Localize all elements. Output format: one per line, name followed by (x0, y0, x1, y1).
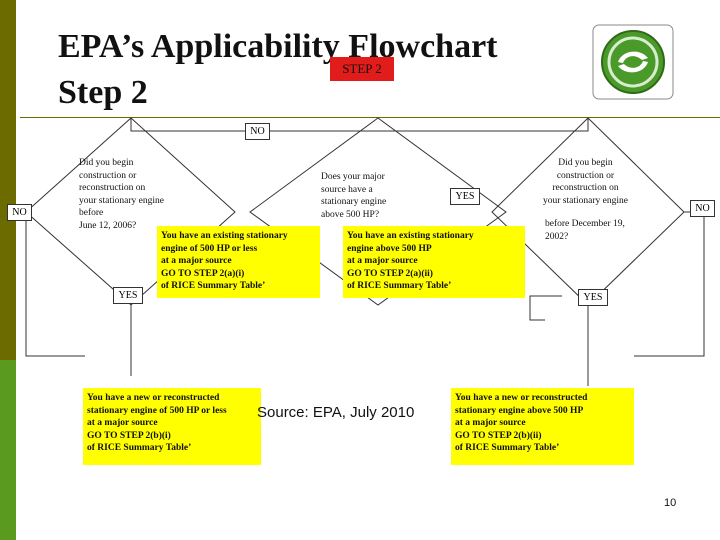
decision-construction-2002: Did you begin construction or reconstruc… (543, 158, 628, 206)
result-existing-above-500hp: You have an existing stationary engine a… (343, 226, 525, 298)
result-new-500hp-or-less: You have a new or reconstructed stationa… (83, 388, 261, 465)
sidebar-accent-top (0, 0, 16, 360)
yes-tag-left: YES (113, 287, 143, 304)
no-tag-left: NO (7, 204, 32, 221)
no-tag-right: NO (690, 200, 715, 217)
title-divider (20, 117, 720, 118)
source-note: Source: EPA, July 2010 (257, 404, 415, 421)
sidebar-accent-bottom (0, 360, 16, 540)
no-tag-top: NO (245, 123, 270, 140)
decision-construction-2006: Did you begin construction or reconstruc… (79, 158, 164, 231)
decision-construction-2002-date: before December 19, 2002? (545, 219, 625, 242)
yes-tag-right: YES (578, 289, 608, 306)
decision-engine-above-500hp: Does your major source have a stationary… (321, 172, 387, 220)
page-title: EPA’s Applicability Flowchart (58, 28, 498, 65)
yes-tag-middle: YES (450, 188, 480, 205)
result-existing-500hp-or-less: You have an existing stationary engine o… (157, 226, 320, 298)
page-number: 10 (664, 497, 677, 509)
page-subtitle: Step 2 (58, 74, 148, 111)
step-badge: STEP 2 (330, 57, 394, 81)
result-new-above-500hp: You have a new or reconstructed stationa… (451, 388, 634, 465)
recycle-leaf-icon (592, 24, 674, 100)
